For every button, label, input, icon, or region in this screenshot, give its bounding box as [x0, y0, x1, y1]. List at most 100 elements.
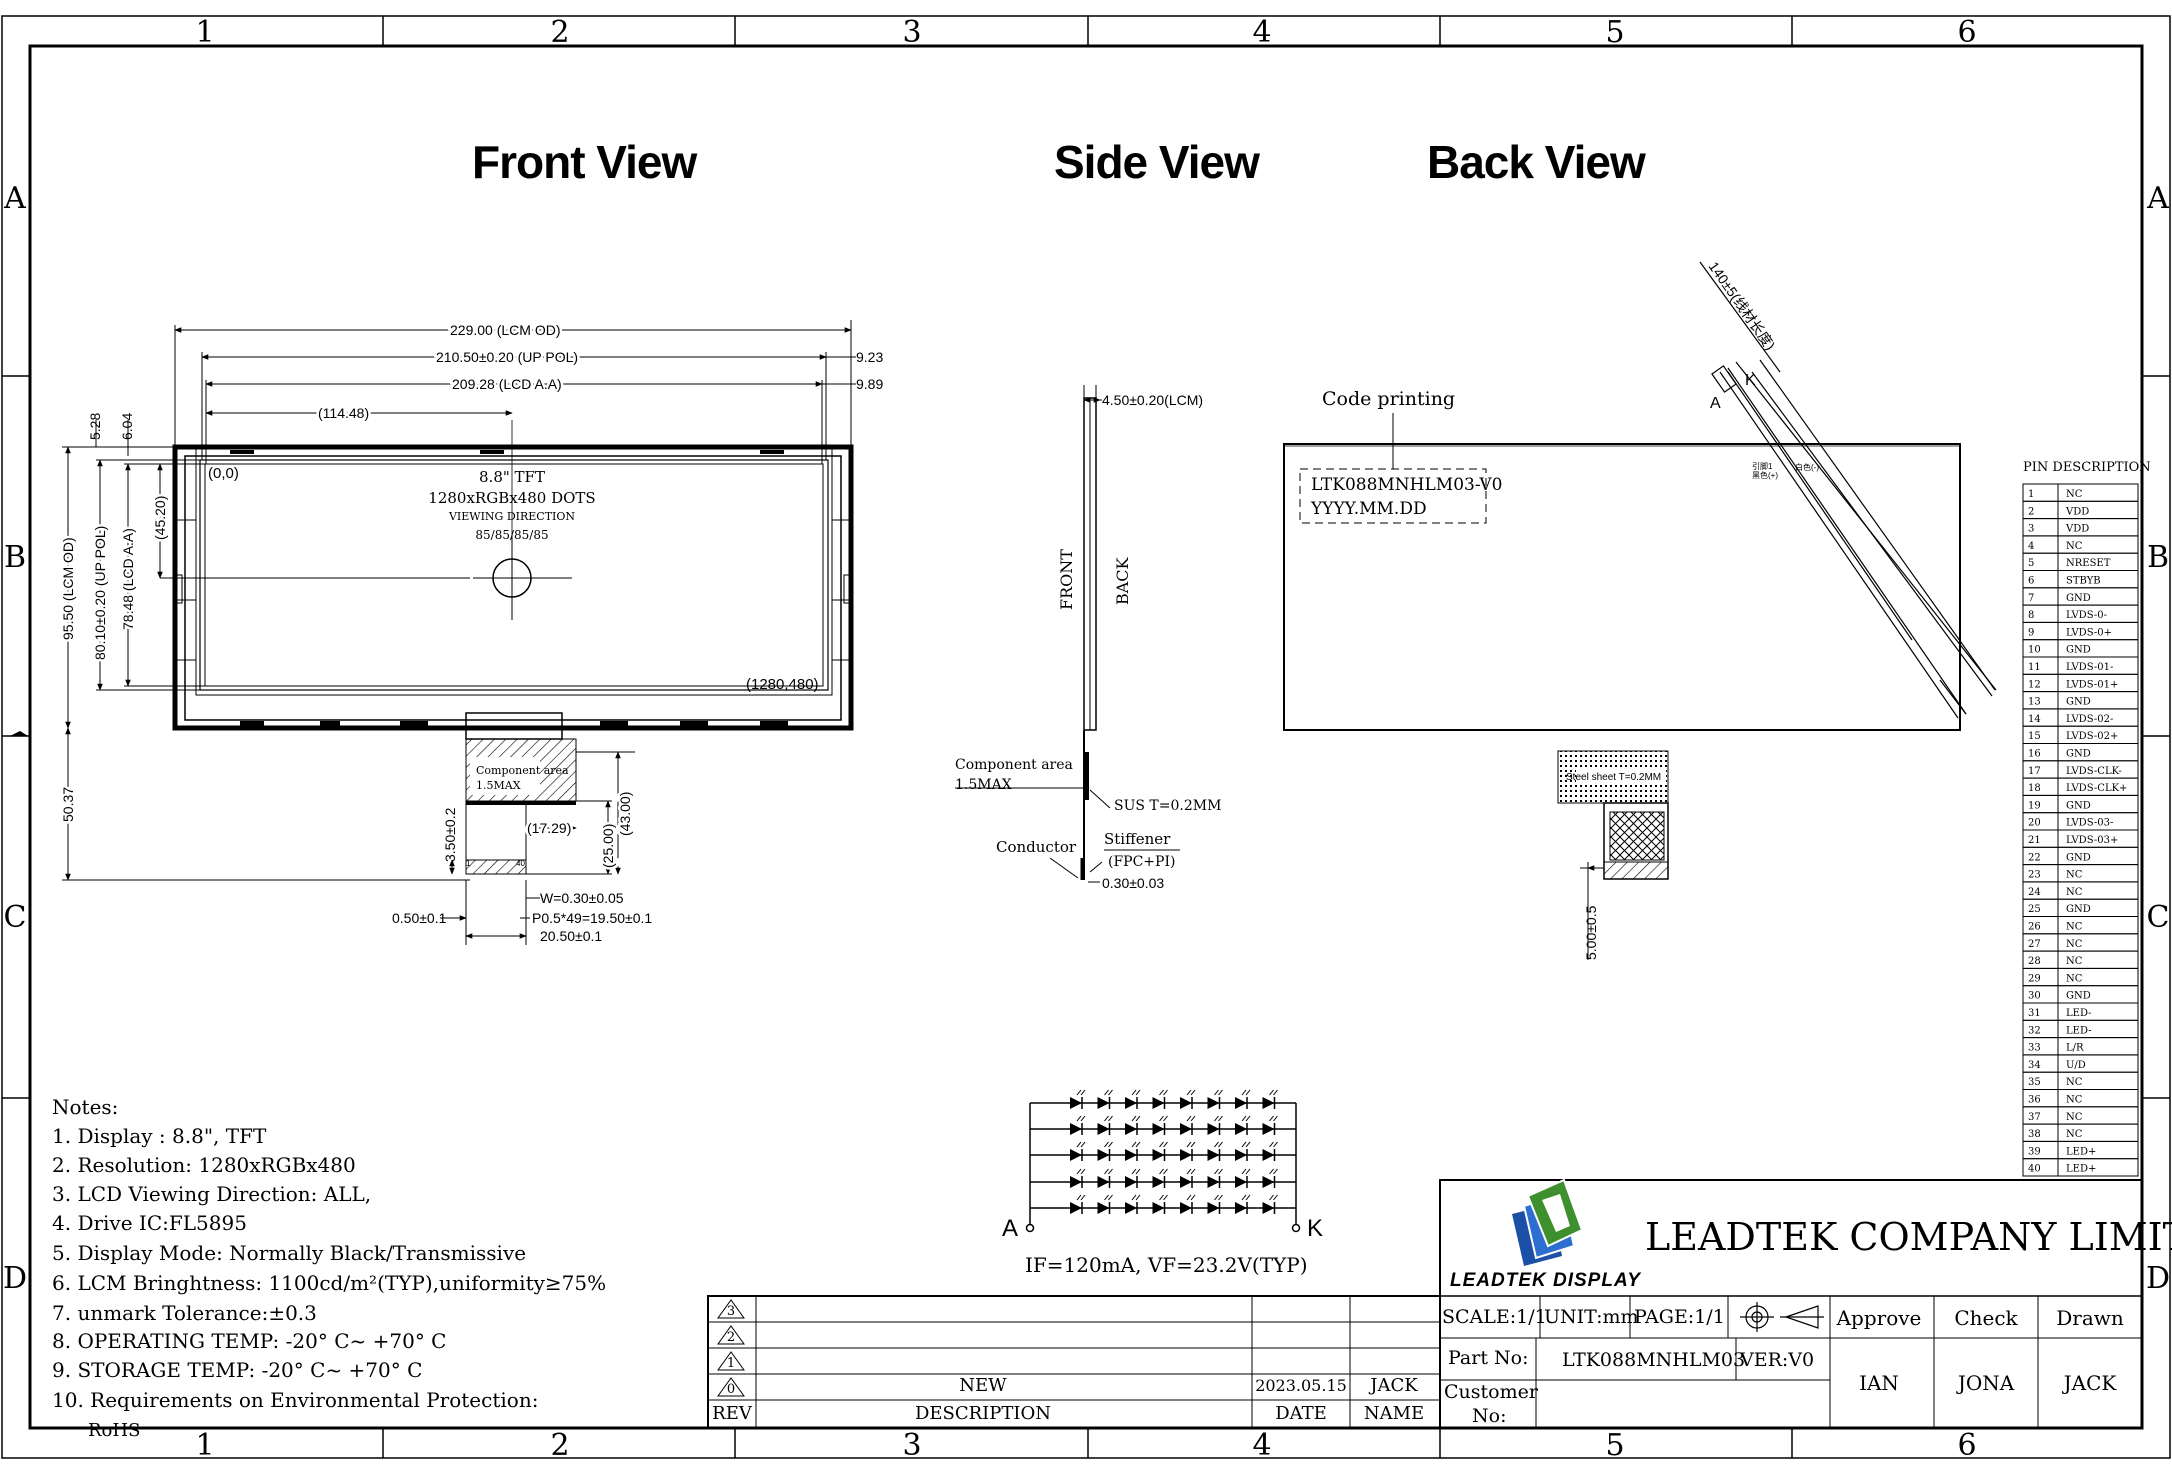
drawn-label: Drawn: [2056, 1306, 2124, 1330]
led-diode-icon: [1125, 1176, 1137, 1188]
led-diode-icon: [1207, 1176, 1220, 1188]
led-diode-icon: [1097, 1149, 1110, 1161]
pin-number: 2: [2028, 506, 2034, 517]
fpc-pin-1: 1: [466, 859, 471, 868]
grid-labels: 1 2 3 4 5 6 1 2 3 4 5 6 A B C D A B C D: [3, 15, 2170, 1463]
pin-signal: NC: [2066, 489, 2083, 500]
pin-number: 11: [2028, 662, 2041, 673]
pin-number: 8: [2028, 610, 2034, 621]
note-5: 5. Display Mode: Normally Black/Transmis…: [52, 1241, 526, 1265]
unit-field: UNIT:mm: [1544, 1306, 1639, 1328]
col-label-2-bottom: 2: [550, 1428, 569, 1463]
led-diode-icon: [1125, 1097, 1137, 1109]
pin-number: 26: [2028, 922, 2041, 933]
pin-number: 5: [2028, 558, 2034, 569]
led-diode-icon: [1235, 1123, 1247, 1135]
pin-signal: LVDS-02+: [2066, 731, 2118, 742]
page-field: PAGE:1/1: [1634, 1306, 1725, 1328]
led-diode-icon: [1070, 1123, 1082, 1135]
fpc-pin-40: 40: [516, 859, 525, 868]
pin-number: 7: [2028, 593, 2034, 604]
pin-number: 32: [2028, 1025, 2041, 1036]
pin-signal: GND: [2066, 697, 2091, 708]
dim-right-989: 9.89: [856, 376, 883, 392]
led-diode-icon: [1097, 1202, 1110, 1214]
pin-signal: LVDS-0+: [2066, 627, 2112, 638]
side-fpc-thickness: 0.30±0.03: [1102, 875, 1164, 891]
pin-signal: NC: [2066, 541, 2083, 552]
panel-resolution: 1280xRGBx480 DOTS: [428, 489, 595, 507]
pin-number: 18: [2028, 783, 2041, 794]
pin-signal: LVDS-03-: [2066, 818, 2113, 829]
pin-number: 33: [2028, 1043, 2041, 1054]
row-label-b-right: B: [2147, 540, 2169, 575]
led-diode-icon: [1262, 1176, 1275, 1188]
led-spec: IF=120mA, VF=23.2V(TYP): [1025, 1253, 1308, 1277]
pin-signal: NC: [2066, 939, 2083, 950]
pin-number: 36: [2028, 1095, 2041, 1106]
pin-number: 19: [2028, 800, 2041, 811]
col-label-1: 1: [195, 15, 214, 50]
pin-signal: LVDS-CLK-: [2066, 766, 2122, 777]
pin-number: 23: [2028, 870, 2041, 881]
dim-lcd-aa-height: 78.48 (LCD A.A): [120, 528, 136, 630]
row-label-c: C: [4, 900, 27, 935]
logo-text: LEADTEK DISPLAY: [1450, 1270, 1642, 1291]
check-label: Check: [1954, 1306, 2018, 1330]
projection-symbol-icon: [1740, 1302, 1824, 1332]
side-back-label: BACK: [1113, 556, 1132, 605]
pin-number: 4: [2028, 541, 2034, 552]
side-view-drawing: 4.50±0.20(LCM) FRONT BACK Component area…: [955, 385, 1221, 891]
led-diode-icon: [1125, 1149, 1137, 1161]
led-diode-icon: [1235, 1202, 1247, 1214]
led-diode-icon: [1262, 1123, 1275, 1135]
pin-signal: GND: [2066, 991, 2091, 1002]
pin-number: 14: [2028, 714, 2041, 725]
title-block: LEADTEK DISPLAY LEADTEK COMPANY LIMITED …: [1439, 1178, 2172, 1429]
led-diode-icon: [1070, 1097, 1082, 1109]
steel-sheet-label: Steel sheet T=0.2MM: [1566, 772, 1661, 783]
drawer-name: JACK: [2062, 1371, 2118, 1395]
side-front-label: FRONT: [1057, 549, 1076, 610]
pin-signal: LVDS-03+: [2066, 835, 2118, 846]
pin-number: 17: [2028, 766, 2041, 777]
col-label-5: 5: [1605, 15, 1624, 50]
pin-signal: L/R: [2066, 1043, 2084, 1054]
version-field: VER:V0: [1739, 1349, 1814, 1371]
pin-number: 28: [2028, 956, 2041, 967]
col-label-4: 4: [1252, 15, 1271, 50]
led-diode-icon: [1262, 1149, 1275, 1161]
front-component-max: 1.5MAX: [476, 779, 521, 792]
col-label-3-bottom: 3: [902, 1428, 921, 1463]
side-stiffener: Stiffener: [1104, 830, 1171, 848]
pin-signal: GND: [2066, 904, 2091, 915]
row-label-c-right: C: [2147, 900, 2170, 935]
note-6: 6. LCM Bringhtness: 1100cd/m²(TYP),unifo…: [52, 1271, 606, 1295]
led-diode-icon: [1070, 1149, 1082, 1161]
part-no-value: LTK088MNHLM03: [1562, 1349, 1745, 1371]
col-label-6: 6: [1957, 15, 1976, 50]
side-stiffener-sub: (FPC+PI): [1108, 854, 1175, 870]
led-anode-label: A: [1002, 1215, 1018, 1242]
revision-table: 3 2 1 0 NEW 2023.05.15 JACK REV DESCRIPT…: [707, 1295, 1441, 1429]
dim-fpc-w030: W=0.30±0.05: [540, 890, 624, 906]
part-no-label: Part No:: [1448, 1347, 1528, 1369]
dim-lcm-od-height: 95.50 (LCM OD): [60, 537, 76, 640]
rev-name: JACK: [1368, 1375, 1418, 1396]
pin-signal: NC: [2066, 922, 2083, 933]
pin-number: 12: [2028, 679, 2041, 690]
pin-signal: LVDS-01+: [2066, 679, 2118, 690]
row-label-d: D: [3, 1261, 27, 1296]
note-10-cont: RoHS: [88, 1420, 140, 1441]
pin-signal: GND: [2066, 645, 2091, 656]
led-diode-icon: [1152, 1097, 1165, 1109]
row-label-b: B: [4, 540, 26, 575]
rev-col-date: DATE: [1275, 1403, 1327, 1424]
rev-col-rev: REV: [712, 1403, 753, 1424]
led-diode-icon: [1180, 1123, 1192, 1135]
pin-signal: LED+: [2066, 1164, 2096, 1175]
led-anode-terminal: [1025, 1223, 1035, 1233]
led-diode-icon: [1152, 1149, 1165, 1161]
pin-number: 25: [2028, 904, 2041, 915]
company-name: LEADTEK COMPANY LIMITED: [1645, 1215, 2172, 1259]
